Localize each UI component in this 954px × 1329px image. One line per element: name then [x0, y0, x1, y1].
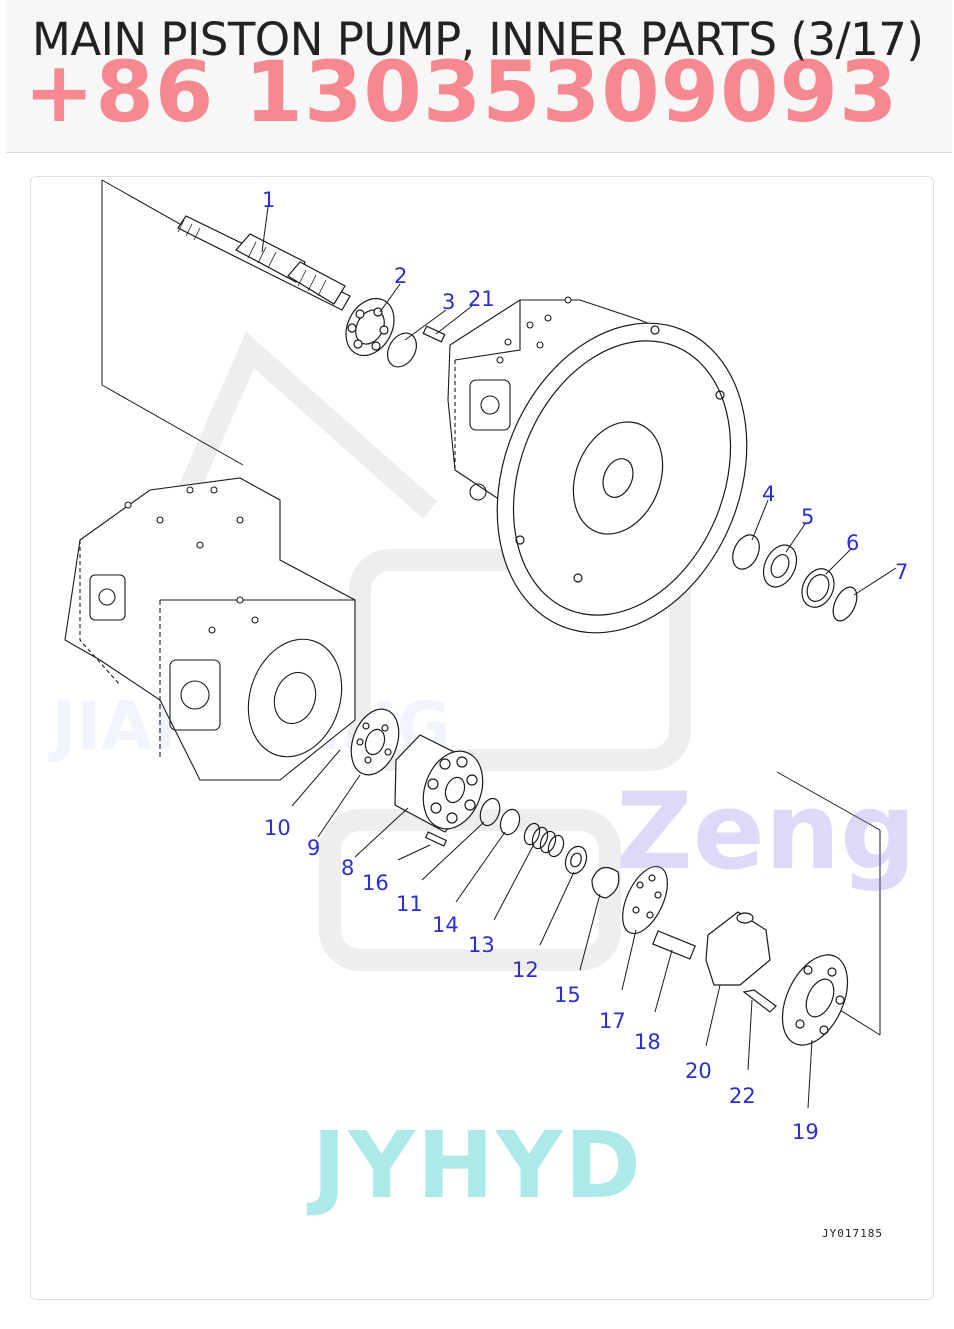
callout-15: 15 [554, 983, 581, 1007]
snap-ring-and-pin [386, 325, 446, 368]
brand-watermark-jyhyd: JYHYD [312, 1112, 643, 1219]
flange-plate [496, 322, 748, 634]
callout-17: 17 [599, 1009, 626, 1033]
pump-housing-left [64, 477, 356, 781]
callout-5: 5 [801, 505, 814, 529]
callout-12: 12 [512, 958, 539, 982]
leader-lines [261, 206, 897, 1109]
callout-16: 16 [362, 871, 389, 895]
spring-and-retainers [479, 797, 620, 899]
callout-8: 8 [341, 856, 354, 880]
drawing-code: JY017185 [822, 1227, 883, 1240]
callout-21: 21 [468, 287, 495, 311]
valve-plate-and-cylinder [350, 708, 484, 847]
shaft-part [177, 215, 351, 311]
callout-9: 9 [307, 836, 320, 860]
page-title: MAIN PISTON PUMP, INNER PARTS (3/17) [32, 13, 924, 66]
callout-1: 1 [262, 188, 275, 212]
callout-3: 3 [442, 290, 455, 314]
callout-14: 14 [432, 913, 459, 937]
callout-18: 18 [634, 1030, 661, 1054]
callout-2: 2 [394, 264, 407, 288]
page-header: MAIN PISTON PUMP, INNER PARTS (3/17) [6, 0, 952, 153]
callout-numbers: 1 2 3 21 4 5 6 7 10 9 8 16 11 14 13 12 1… [262, 188, 908, 1144]
callout-20: 20 [685, 1059, 712, 1083]
swash-assembly [622, 865, 849, 1046]
bearing-part [345, 297, 395, 357]
callout-7: 7 [895, 560, 908, 584]
callout-22: 22 [729, 1084, 756, 1108]
callout-11: 11 [396, 892, 423, 916]
callout-10: 10 [264, 816, 291, 840]
callout-19: 19 [792, 1120, 819, 1144]
callout-4: 4 [762, 482, 775, 506]
brand-watermark-zeng: Zeng [616, 770, 917, 893]
phone-watermark: +86 13035309093 [24, 43, 899, 141]
callout-13: 13 [468, 933, 495, 957]
ring-parts-right [732, 534, 858, 622]
callout-6: 6 [846, 531, 859, 555]
